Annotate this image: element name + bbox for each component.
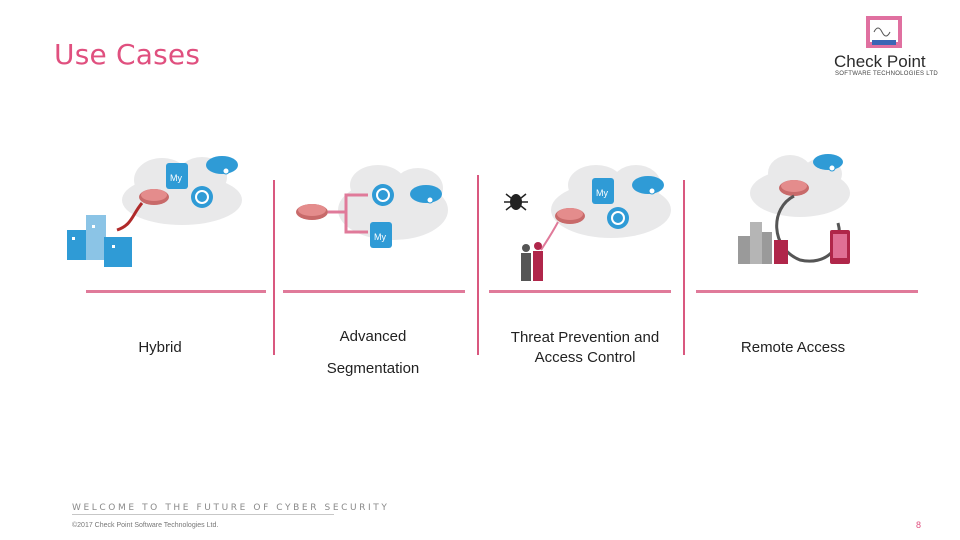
gateway-icon [555,208,585,224]
gateway-icon [139,189,169,205]
database-icon: My [592,178,614,204]
caption-remote-access: Remote Access [713,338,873,358]
database-icon: My [370,222,392,248]
footer-copyright: ©2017 Check Point Software Technologies … [72,522,219,529]
bug-icon [504,193,528,211]
gateway-icon [779,180,809,196]
caption-threat-prevention: Threat Prevention and Access Control [490,328,680,368]
caption-advanced-segmentation: Advanced Segmentation [293,321,453,385]
svg-text:My: My [170,173,182,183]
underline-4 [696,290,918,293]
globe-icon [191,186,213,208]
caption-hybrid: Hybrid [100,338,220,358]
cloud-icon [410,185,442,204]
page-number: 8 [916,520,922,530]
underline-2 [283,290,465,293]
caption-line-2: Segmentation [326,360,420,377]
divider-3 [683,180,685,355]
cloud-icon [632,176,664,195]
remote-access-illustration [738,154,850,264]
users-icon [521,242,543,281]
page-title: Use Cases [54,38,201,71]
logo-wordmark: Check Point [834,52,926,71]
gateway-icon [296,204,328,220]
hybrid-illustration: My [67,156,242,267]
footer-banner: WELCOME TO THE FUTURE OF CYBER SECURITY [72,503,390,513]
caption-remote-access-text: Remote Access [740,339,846,356]
caption-line-1: Threat Prevention and [510,329,660,346]
globe-icon [607,207,629,229]
check-point-logo [866,16,902,48]
footer-rule [72,514,334,515]
svg-text:My: My [596,188,608,198]
cloud-icon [813,154,843,172]
connection-link [116,202,144,232]
connection-link [540,221,559,251]
database-icon: My [166,163,188,189]
threat-prevention-illustration: My [504,165,671,281]
buildings-icon [738,222,788,264]
segment-links [328,193,368,234]
caption-line-1: Advanced [339,328,407,345]
caption-line-2: Access Control [534,349,636,366]
underline-1 [86,290,266,293]
underline-3 [489,290,671,293]
divider-2 [477,175,479,355]
cloud-icon [206,156,238,175]
globe-icon [372,184,394,206]
logo-tagline: SOFTWARE TECHNOLOGIES LTD [835,71,939,77]
segmentation-illustration: My [296,165,448,248]
svg-text:My: My [374,232,386,242]
buildings-icon [67,215,132,267]
mobile-icon [830,230,850,264]
caption-hybrid-text: Hybrid [138,339,182,356]
divider-1 [273,180,275,355]
